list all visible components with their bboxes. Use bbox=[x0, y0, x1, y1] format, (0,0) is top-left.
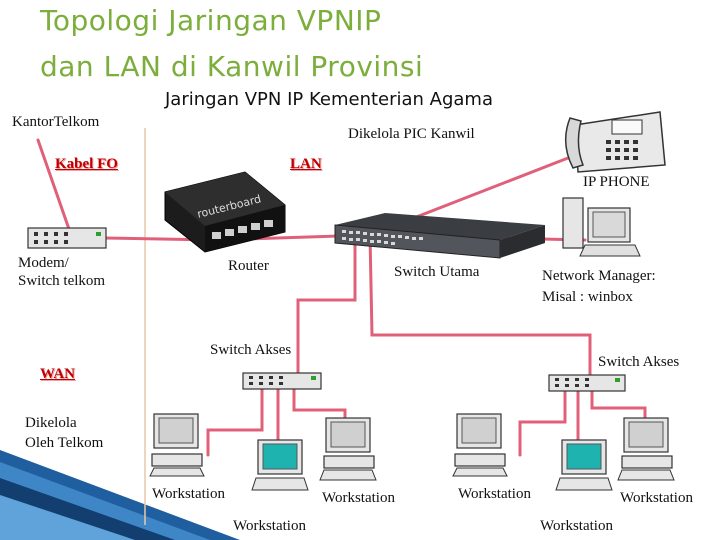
label-modem-line1: Modem/ bbox=[18, 255, 69, 271]
workstation-l1-icon bbox=[149, 413, 205, 477]
main-switch-icon bbox=[334, 213, 545, 259]
label-modem-line2: Switch telkom bbox=[18, 273, 106, 289]
workstation-r3-icon bbox=[617, 417, 675, 481]
label-workstation-r2: Workstation bbox=[540, 518, 613, 534]
label-dikelola-pic: Dikelola PIC Kanwil bbox=[348, 126, 475, 142]
label-router: Router bbox=[228, 258, 269, 274]
ip-phone-icon bbox=[564, 111, 666, 173]
label-wan: WAN bbox=[40, 366, 76, 382]
label-ip-phone: IP PHONE bbox=[583, 174, 650, 190]
label-switch-akses-left: Switch Akses bbox=[210, 342, 292, 358]
cable-fo bbox=[36, 138, 72, 234]
label-kabel-fo: Kabel FO bbox=[55, 156, 118, 172]
label-network-manager-line2: Misal : winbox bbox=[542, 289, 633, 305]
label-workstation-r3: Workstation bbox=[620, 490, 693, 506]
label-network-manager-line1: Network Manager: bbox=[542, 268, 656, 284]
label-dikelola-telkom-line2: Oleh Telkom bbox=[25, 435, 104, 451]
label-switch-utama: Switch Utama bbox=[394, 264, 480, 280]
label-workstation-r1: Workstation bbox=[458, 486, 531, 502]
subtitle: Jaringan VPN IP Kementerian Agama bbox=[165, 89, 493, 110]
workstation-r1-icon bbox=[452, 413, 508, 477]
cable-akses-r-ws1 bbox=[518, 390, 567, 457]
label-lan: LAN bbox=[290, 156, 322, 172]
network-manager-pc-icon bbox=[562, 197, 641, 257]
label-workstation-l1: Workstation bbox=[152, 486, 225, 502]
cable-switch-akses-right bbox=[368, 233, 592, 377]
cable-akses-l-ws1 bbox=[206, 384, 264, 457]
cable-akses-r-ws3 bbox=[590, 390, 647, 424]
title-line-1: Topologi Jaringan VPNIP bbox=[40, 4, 382, 37]
workstation-l2-icon bbox=[251, 439, 309, 491]
router-icon: routerboard bbox=[164, 171, 286, 253]
cables bbox=[36, 138, 647, 457]
title-line-2: dan LAN di Kanwil Provinsi bbox=[40, 50, 424, 83]
switch-akses-left-icon bbox=[242, 372, 322, 390]
label-dikelola-telkom-line1: Dikelola bbox=[25, 415, 77, 431]
label-kantor-telkom: KantorTelkom bbox=[12, 114, 100, 130]
switch-akses-right-icon bbox=[548, 374, 626, 392]
label-switch-akses-right: Switch Akses bbox=[598, 354, 680, 370]
modem-icon bbox=[27, 227, 107, 249]
label-workstation-l3: Workstation bbox=[322, 490, 395, 506]
workstation-l3-icon bbox=[319, 417, 377, 481]
decorative-swoosh bbox=[0, 450, 240, 540]
workstation-r2-icon bbox=[555, 439, 613, 491]
label-workstation-l2: Workstation bbox=[233, 518, 306, 534]
cable-switch-akses-left bbox=[296, 233, 372, 377]
